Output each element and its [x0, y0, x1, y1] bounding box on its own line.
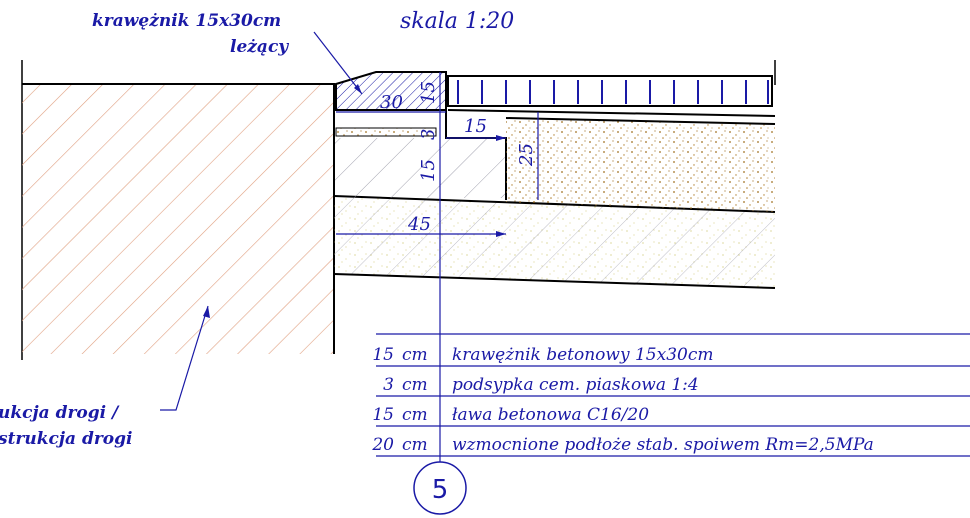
lying-curb: [335, 71, 447, 111]
subgrade-top-line: [333, 195, 776, 213]
dim-curb-width: 30: [380, 92, 403, 113]
scale-title: skala 1:20: [400, 9, 514, 34]
paving-joints: [457, 80, 769, 104]
legend-unit-1: cm: [402, 345, 428, 365]
legend-unit-3: cm: [402, 405, 428, 425]
callout-road-arrowhead: [203, 306, 210, 318]
layer-legend: 15 cm krawężnik betonowy 15x30cm 3 cm po…: [371, 333, 970, 457]
legend-desc-3: ława betonowa C16/20: [452, 405, 649, 425]
road-structure-hatch: [22, 84, 334, 354]
callout-road-leader: [160, 305, 209, 411]
dimension-lines: [336, 72, 539, 470]
concrete-bench: [334, 138, 506, 198]
legend-thickness-3: 15: [372, 405, 394, 425]
paving-base: [506, 118, 775, 212]
callout-curb-leader: [313, 31, 363, 95]
paving-blocks: [447, 75, 773, 107]
subgrade-layer-hatch: [334, 196, 775, 288]
legend-thickness-1: 15: [372, 345, 394, 365]
section-marker-circle: [413, 461, 467, 515]
callout-curb-line1: krawężnik 15x30cm: [92, 11, 281, 31]
dim-bench-top: 15: [464, 116, 487, 137]
legend-unit-4: cm: [402, 435, 428, 455]
legend-thickness-2: 3: [383, 375, 394, 395]
callout-curb-line2: leżący: [230, 37, 289, 57]
paving-bedding-line: [447, 109, 776, 117]
callout-road-line2: strukcja drogi: [0, 429, 132, 449]
paving-base-top-line: [505, 117, 776, 125]
dim-paving-depth: 25: [516, 143, 537, 167]
dim-curb-height: 15: [418, 81, 439, 104]
legend-desc-2: podsypka cem. piaskowa 1:4: [452, 375, 699, 395]
legend-desc-4: wzmocnione podłoże stab. spoiwem Rm=2,5M…: [452, 435, 874, 455]
subgrade-bottom-line: [333, 273, 776, 289]
dim-bench-height: 15: [418, 159, 439, 182]
callout-curb-arrowhead: [354, 84, 362, 94]
legend-unit-2: cm: [402, 375, 428, 395]
dimension-arrows: [496, 135, 506, 237]
callout-road-line1: ukcja drogi /: [0, 403, 120, 423]
dim-bench-width: 45: [407, 214, 431, 235]
legend-thickness-4: 20: [371, 435, 394, 455]
sand-bedding: [335, 127, 437, 137]
section-marker-number: 5: [432, 475, 449, 505]
dim-bedding: 3: [418, 129, 439, 140]
legend-desc-1: krawężnik betonowy 15x30cm: [452, 345, 713, 365]
